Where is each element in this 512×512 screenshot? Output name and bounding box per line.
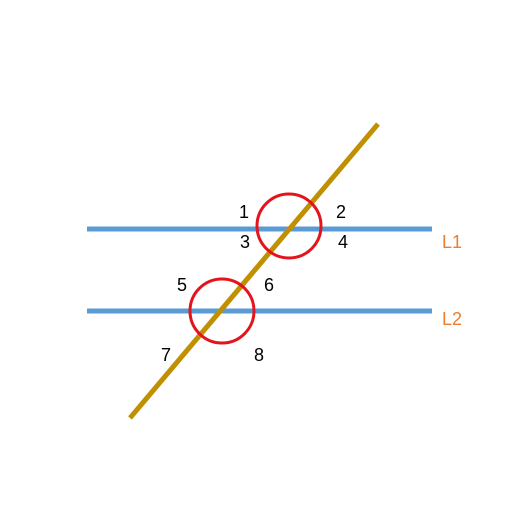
transversal-line bbox=[128, 122, 380, 420]
line-label-l1: L1 bbox=[442, 232, 462, 252]
intersection-circle-l2 bbox=[188, 277, 256, 345]
intersection-circle-l1 bbox=[255, 192, 323, 260]
angle-label-2: 2 bbox=[336, 202, 346, 222]
angle-label-3: 3 bbox=[240, 232, 250, 252]
angle-label-5: 5 bbox=[177, 275, 187, 295]
angle-label-4: 4 bbox=[338, 232, 348, 252]
angle-label-6: 6 bbox=[264, 275, 274, 295]
angle-label-1: 1 bbox=[239, 202, 249, 222]
line-label-l2: L2 bbox=[442, 309, 462, 329]
angle-label-7: 7 bbox=[161, 345, 171, 365]
angle-label-8: 8 bbox=[254, 345, 264, 365]
